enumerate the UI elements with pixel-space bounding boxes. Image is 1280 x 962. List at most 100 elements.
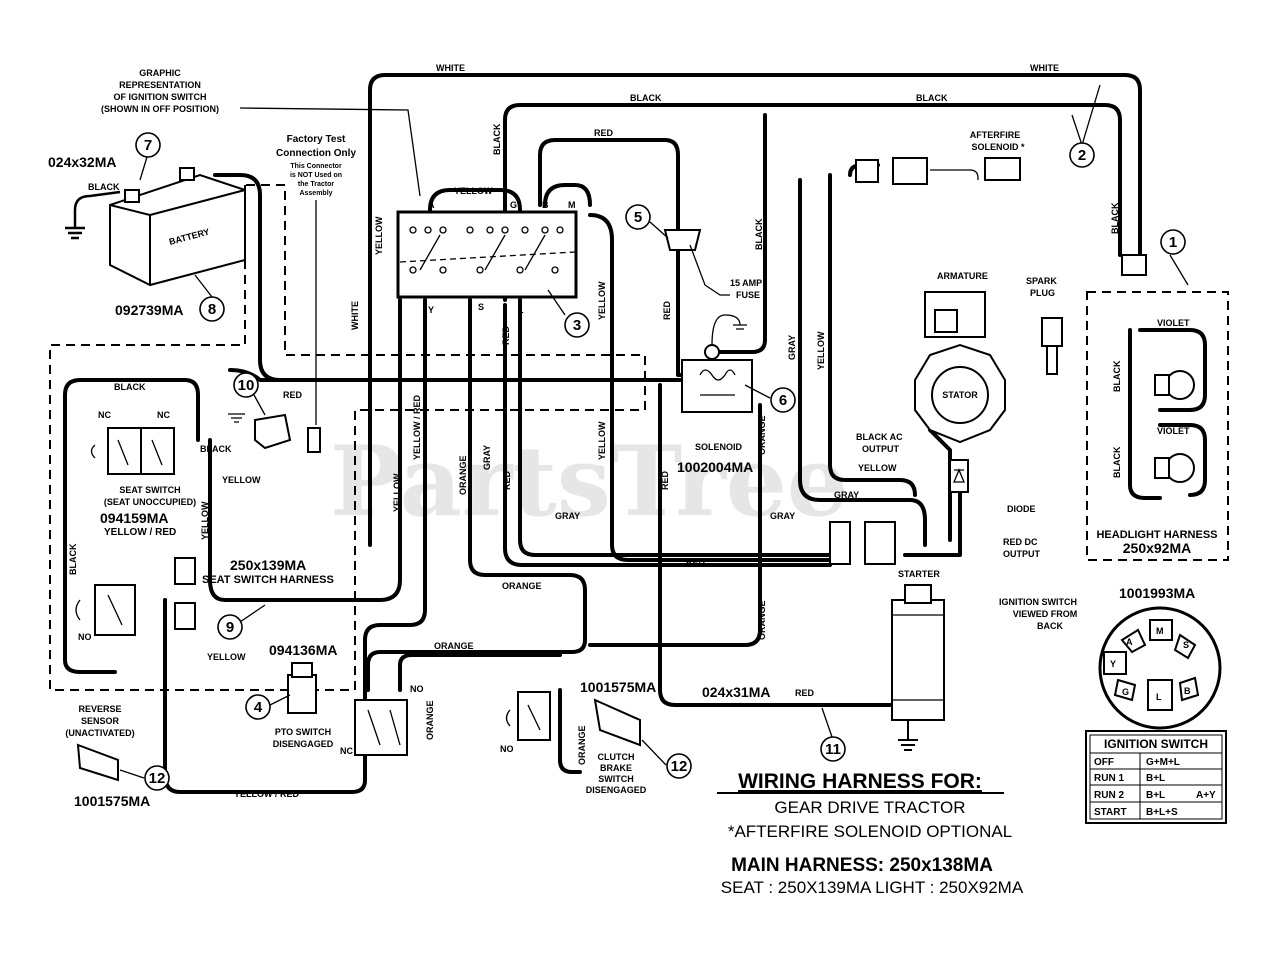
- main-harness-title: MAIN HARNESS: 250x138MA: [731, 855, 993, 876]
- svg-text:(SEAT UNOCCUPIED): (SEAT UNOCCUPIED): [104, 497, 196, 507]
- armature-connector-2: [892, 157, 928, 185]
- table-row-circuit: G+M+L: [1146, 757, 1180, 768]
- callout-11: 11: [825, 741, 841, 758]
- label-red-7: RED: [686, 557, 706, 567]
- svg-text:PLUG: PLUG: [1030, 288, 1055, 298]
- label-yellow-2: YELLOW: [374, 216, 384, 255]
- label-red-8: RED: [795, 688, 815, 698]
- red-dc-output: [903, 488, 962, 557]
- labels: WHITE WHITE BLACK BLACK BLACK RED YELLOW…: [48, 63, 1218, 809]
- pn-reverse-sensor: 1001575MA: [74, 793, 150, 809]
- label-red-6: RED: [660, 470, 670, 490]
- label-red-3: RED: [501, 325, 511, 345]
- table-row-pos: START: [1094, 807, 1127, 818]
- svg-text:B: B: [542, 200, 549, 210]
- svg-text:Connection Only: Connection Only: [276, 148, 356, 159]
- svg-text:B: B: [1184, 686, 1191, 696]
- svg-text:BACK: BACK: [1037, 621, 1063, 631]
- title-line2: GEAR DRIVE TRACTOR: [774, 798, 965, 817]
- svg-text:REVERSE: REVERSE: [78, 704, 121, 714]
- label-black-9: BLACK: [1112, 360, 1122, 392]
- svg-text:AFTERFIRE: AFTERFIRE: [970, 130, 1021, 140]
- test-plug: [228, 413, 292, 450]
- white-wire: [368, 73, 1142, 547]
- label-gray-4: GRAY: [770, 511, 795, 521]
- pto-switch: [287, 662, 317, 714]
- callout-10: 10: [238, 377, 255, 394]
- ignition-switch-table: IGNITION SWITCH OFF G+M+L RUN 1 B+L RUN …: [1085, 730, 1227, 824]
- svg-text:RED DC: RED DC: [1003, 537, 1038, 547]
- clutch-contact-box: [505, 691, 551, 741]
- label-yellow-9: YELLOW: [200, 501, 210, 540]
- afterfire-solenoid: [984, 157, 1021, 181]
- svg-text:15 AMP: 15 AMP: [730, 278, 762, 288]
- svg-text:S: S: [1183, 640, 1189, 650]
- label-yellow-4: YELLOW: [816, 331, 826, 370]
- svg-text:M: M: [568, 200, 576, 210]
- title-line1: WIRING HARNESS FOR:: [738, 770, 982, 793]
- svg-text:(UNACTIVATED): (UNACTIVATED): [65, 728, 134, 738]
- yellow-wire-right: [588, 213, 832, 562]
- black-wire-seat: [63, 378, 200, 602]
- svg-text:Y: Y: [1110, 659, 1116, 669]
- headlight-2: [1154, 453, 1195, 483]
- pn-battery: 092739MA: [115, 302, 184, 318]
- svg-text:VIEWED FROM: VIEWED FROM: [1013, 609, 1078, 619]
- label-yellow-5: YELLOW: [222, 475, 261, 485]
- label-violet-1: VIOLET: [1157, 318, 1190, 328]
- svg-text:HEADLIGHT HARNESS: HEADLIGHT HARNESS: [1096, 529, 1217, 541]
- svg-text:NO: NO: [500, 744, 514, 754]
- pn-solenoid: 1002004MA: [677, 459, 753, 475]
- label-violet-2: VIOLET: [1157, 426, 1190, 436]
- svg-text:GRAPHIC: GRAPHIC: [139, 68, 181, 78]
- label-orange-5: ORANGE: [757, 600, 767, 640]
- starter-solenoid: [681, 314, 753, 413]
- engine-armature: [914, 291, 1006, 444]
- headlight-1: [1154, 370, 1195, 400]
- engine-connector-1: [829, 521, 851, 565]
- label-yellow-3: YELLOW: [597, 281, 607, 320]
- svg-text:S: S: [478, 302, 484, 312]
- gray-wire-stator: [798, 178, 927, 547]
- svg-text:STARTER: STARTER: [898, 569, 940, 579]
- table-row-pos: OFF: [1094, 757, 1114, 768]
- svg-text:Assembly: Assembly: [299, 190, 332, 197]
- armature-connector-1: [855, 159, 879, 183]
- svg-text:A: A: [428, 200, 435, 210]
- svg-text:NC: NC: [98, 410, 111, 420]
- table-row-pos: RUN 1: [1094, 773, 1124, 784]
- svg-text:(SHOWN IN OFF POSITION): (SHOWN IN OFF POSITION): [101, 104, 219, 114]
- svg-text:BRAKE: BRAKE: [600, 763, 632, 773]
- gray-wire-1: [518, 298, 832, 557]
- ignition-switch-back-view: A M S Y G L B: [1098, 606, 1222, 730]
- starter-motor: [891, 584, 945, 751]
- title-block: WIRING HARNESS FOR: GEAR DRIVE TRACTOR *…: [717, 770, 1024, 897]
- label-gray-3: GRAY: [555, 511, 580, 521]
- diode: [949, 459, 969, 493]
- ignition-switch-graphic: A G B M Y S L: [396, 200, 578, 315]
- svg-text:NO: NO: [410, 684, 424, 694]
- table-row-circuit: B+L: [1146, 773, 1165, 784]
- label-yellow-red-2: YELLOW / RED: [234, 789, 300, 799]
- svg-text:G: G: [1122, 687, 1129, 697]
- black-ac-output: [928, 428, 952, 542]
- label-black-10: BLACK: [1112, 446, 1122, 478]
- svg-text:Y: Y: [428, 305, 434, 315]
- red-wire-fuse: [538, 138, 680, 232]
- callout-2: 2: [1078, 147, 1086, 164]
- red-wire-2: [503, 303, 832, 567]
- label-orange-7: ORANGE: [577, 725, 587, 765]
- svg-text:STATOR: STATOR: [942, 390, 978, 400]
- battery-positive-cable: [213, 173, 282, 382]
- label-orange-3: ORANGE: [502, 581, 542, 591]
- label-red-4: RED: [283, 390, 303, 400]
- label-yellow-6: YELLOW: [392, 473, 402, 512]
- svg-text:the Tractor: the Tractor: [298, 181, 334, 188]
- callout-1: 1: [1169, 234, 1177, 251]
- violet-wire-2: [1158, 423, 1207, 497]
- main-harness-outline: [49, 184, 646, 691]
- callouts: 1 2 3 4 5 6 7 8 9 10 11 12: [119, 84, 1189, 791]
- orange-wire-2: [588, 403, 762, 647]
- battery: BATTERY: [109, 167, 246, 287]
- label-gray-5: GRAY: [834, 490, 859, 500]
